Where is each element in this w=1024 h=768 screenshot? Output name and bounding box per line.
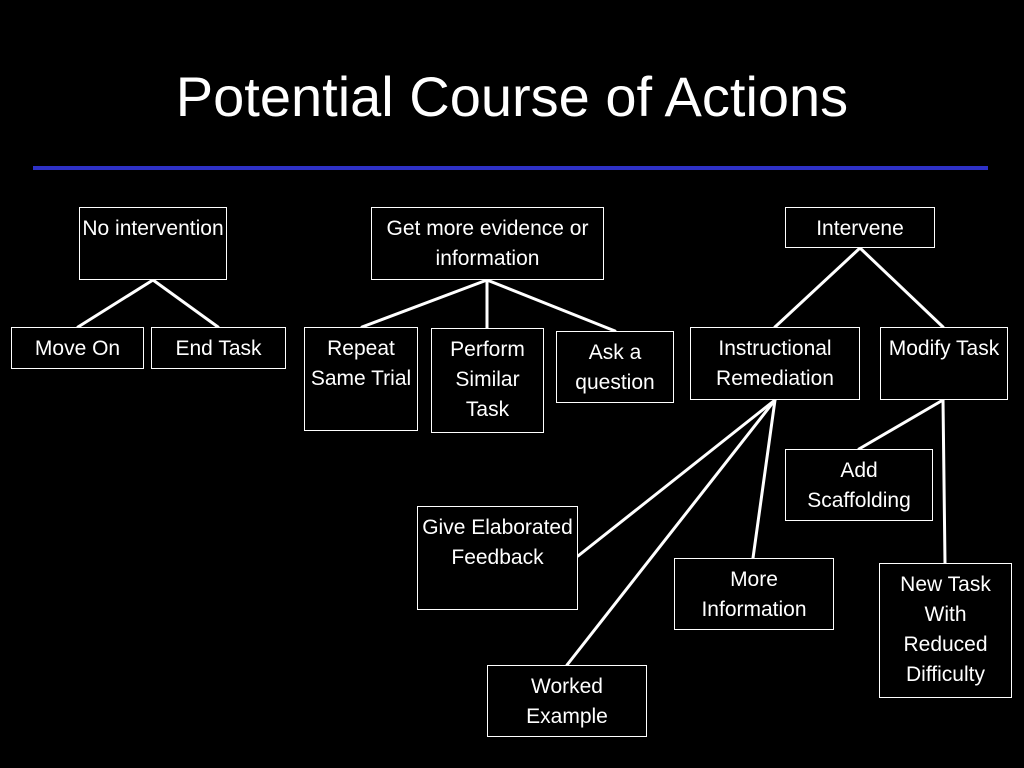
edge-intervene-modify	[858, 246, 945, 329]
node-modify-task: Modify Task	[880, 327, 1008, 400]
title-underline	[33, 166, 988, 170]
node-get-more-evidence: Get more evidence or information	[371, 207, 604, 280]
edge-modify-new-task	[941, 398, 947, 565]
node-instructional-remediation: Instructional Remediation	[690, 327, 860, 400]
node-worked-example: Worked Example	[487, 665, 647, 737]
edge-remediation-more-info	[751, 398, 777, 560]
node-end-task: End Task	[151, 327, 286, 369]
node-ask-a-question: Ask a question	[556, 331, 674, 403]
slide-title: Potential Course of Actions	[175, 65, 849, 128]
edge-no-intervention-move-on	[76, 278, 155, 329]
node-add-scaffolding: Add Scaffolding	[785, 449, 933, 521]
node-no-intervention: No intervention	[79, 207, 227, 280]
edge-remediation-worked	[565, 398, 777, 667]
node-intervene: Intervene	[785, 207, 935, 248]
node-new-task-reduced-difficulty: New Task With Reduced Difficulty	[879, 563, 1012, 698]
node-perform-similar-task: Perform Similar Task	[431, 328, 544, 433]
node-repeat-same-trial: Repeat Same Trial	[304, 327, 418, 431]
edge-evidence-repeat	[360, 278, 489, 329]
edge-intervene-remediation	[773, 246, 862, 329]
node-move-on: Move On	[11, 327, 144, 369]
node-more-information: More Information	[674, 558, 834, 630]
node-give-elaborated-feedback: Give Elaborated Feedback	[417, 506, 578, 610]
edge-no-intervention-end-task	[151, 278, 220, 329]
edge-evidence-ask	[485, 278, 617, 333]
edge-modify-scaffolding	[857, 398, 945, 451]
edge-remediation-feedback	[576, 398, 777, 558]
